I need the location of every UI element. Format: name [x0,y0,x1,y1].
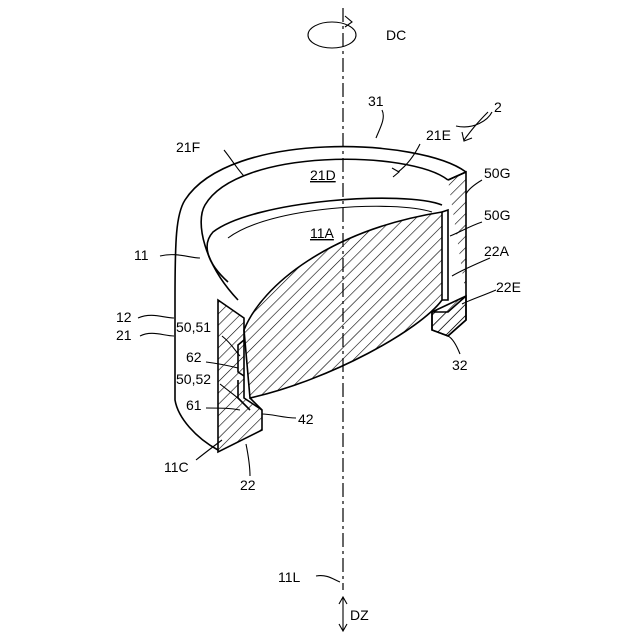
label-11: 11 [134,247,149,263]
label-dc: DC [386,27,406,43]
label-50-52: 50,52 [176,371,211,387]
label-21e: 21E [426,127,451,143]
label-62: 62 [186,349,202,365]
label-11l: 11L [278,569,301,585]
label-22: 22 [240,477,256,493]
dz-double-arrow-icon [339,597,347,631]
label-21d: 21D [310,167,336,183]
label-50-51: 50,51 [176,319,211,335]
right-wall-groove [442,210,448,300]
label-50g-lower: 50G [484,207,510,223]
label-11c: 11C [164,459,189,475]
label-50g-upper: 50G [484,165,510,181]
label-42: 42 [298,411,314,427]
label-32: 32 [452,357,468,373]
label-fig-2: 2 [494,99,502,115]
label-12: 12 [116,309,132,325]
rotation-arrow-icon [308,16,356,48]
label-22e: 22E [496,279,521,295]
label-22a: 22A [484,243,510,259]
label-dz: DZ [350,607,369,623]
label-21: 21 [116,327,132,343]
label-21f: 21F [176,139,200,155]
label-11a: 11A [310,225,335,241]
label-61: 61 [186,397,202,413]
arrow-21d-head [392,168,399,177]
label-31: 31 [368,93,384,109]
